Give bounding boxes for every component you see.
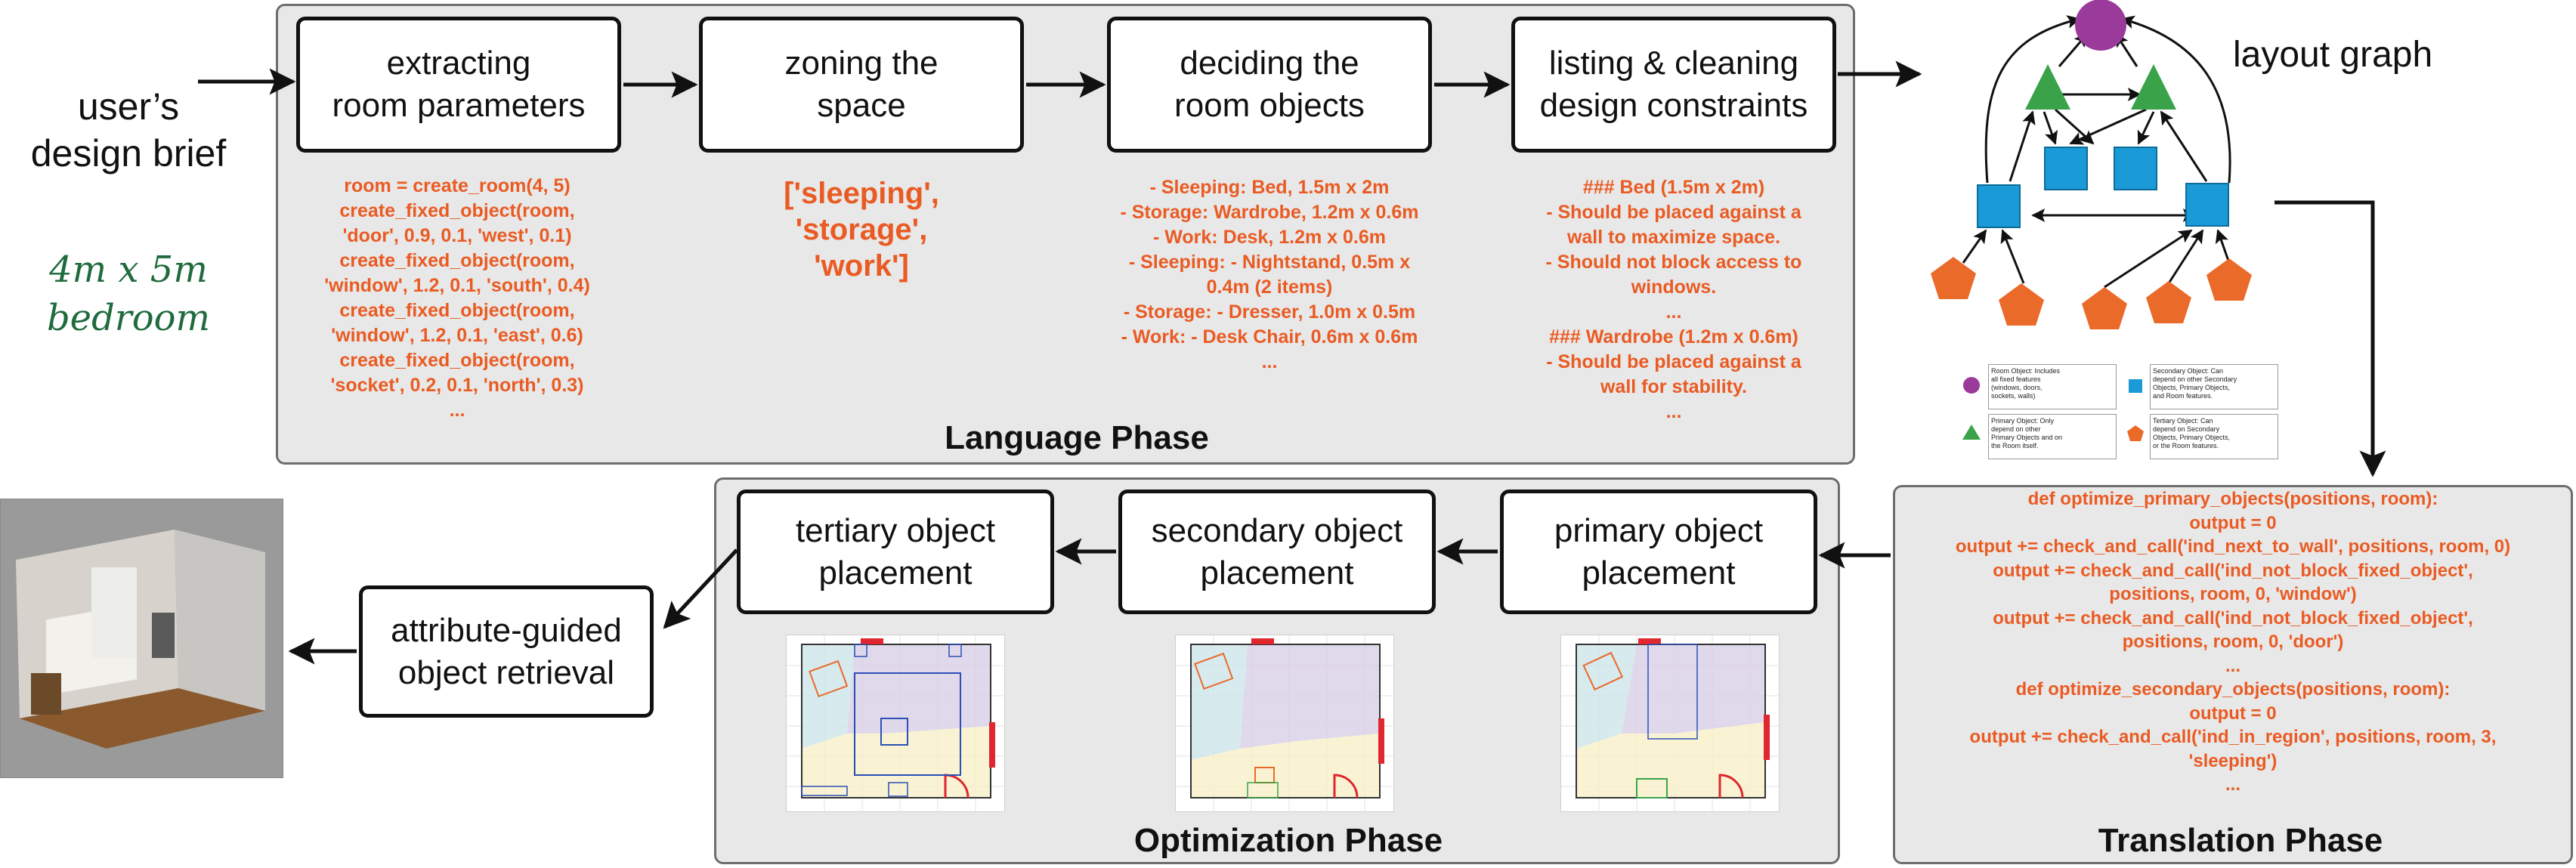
design-constraints-list: ### Bed (1.5m x 2m) - Should be placed a… [1545,177,1802,422]
primary-object-node [2025,64,2070,110]
secondary-placement-box: secondary object placement [1118,490,1436,614]
tertiary-placement-box: tertiary object placement [737,490,1054,614]
optimization-phase-label: Optimization Phase [1133,822,1443,859]
zones-list: ['sleeping', 'storage', 'work'] [784,177,939,283]
object-retrieval-box: attribute-guided object retrieval [359,585,654,718]
primary-object-legend-icon [1962,425,1981,440]
room-objects-list: - Sleeping: Bed, 1.5m x 2m - Storage: Wa… [1120,177,1419,372]
step-label: extracting room parameters [332,45,586,124]
secondary-object-node [1977,184,2021,228]
secondary-plan-snapshot [1175,635,1395,813]
zoning-space-box: zoning the space [699,17,1024,153]
secondary-object-node [2114,147,2157,190]
extracting-room-parameters-box: extracting room parameters [296,17,621,153]
user-design-brief: user’s design brief [30,85,227,175]
translation-phase-label: Translation Phase [2098,822,2383,859]
legend-secondary: Secondary Object: Can depend on other Se… [2150,364,2278,409]
tertiary-object-node [2146,281,2191,323]
step-label: tertiary object placement [795,511,996,592]
step-label: attribute-guided object retrieval [391,611,622,691]
arrow-graph-to-translation [2274,200,2386,477]
tertiary-object-legend-icon [2127,425,2144,441]
layout-graph-title: layout graph [2233,35,2433,75]
step-label: primary object placement [1554,511,1764,592]
tertiary-object-node [1999,283,2044,326]
listing-constraints-box: listing & cleaning design constraints [1511,17,1836,153]
room-parameters-code: room = create_room(4, 5) create_fixed_ob… [324,175,590,421]
legend-primary: Primary Object: Only depend on other Pri… [1988,414,2117,459]
primary-placement-box: primary object placement [1500,490,1817,614]
primary-object-node [2131,64,2176,110]
room-object-node [2075,0,2126,51]
legend-shapes [1962,377,2144,441]
tertiary-object-node [1931,257,1976,299]
tertiary-object-node [2082,287,2127,329]
translation-code: def optimize_primary_objects(positions, … [1955,489,2511,795]
translation-phase-panel [1893,485,2573,864]
tertiary-object-node [2206,258,2252,301]
primary-plan-snapshot [1560,635,1780,813]
secondary-object-legend-icon [2129,379,2142,393]
tertiary-plan-snapshot [786,635,1006,813]
secondary-object-node [2185,183,2229,227]
step-label: secondary object placement [1151,511,1403,592]
arrow-tertiary-to-retrieval [663,548,738,629]
room-object-legend-icon [1963,377,1980,394]
language-phase-label: Language Phase [945,419,1209,456]
legend-room: Room Object: Includes all fixed features… [1988,364,2117,409]
deciding-room-objects-box: deciding the room objects [1107,17,1432,153]
rendered-bedroom-image [0,499,283,778]
step-label: zoning the space [784,45,939,124]
layout-graph-legend: Room Object: Includes all fixed features… [1961,361,2278,463]
step-label: deciding the room objects [1174,45,1365,124]
brief-handwritten-note: 4m x 5m bedroom [46,249,211,339]
legend-tertiary: Tertiary Object: Can depend on Secondary… [2150,414,2278,459]
step-label: listing & cleaning design constraints [1539,45,1808,124]
secondary-object-node [2044,147,2088,190]
